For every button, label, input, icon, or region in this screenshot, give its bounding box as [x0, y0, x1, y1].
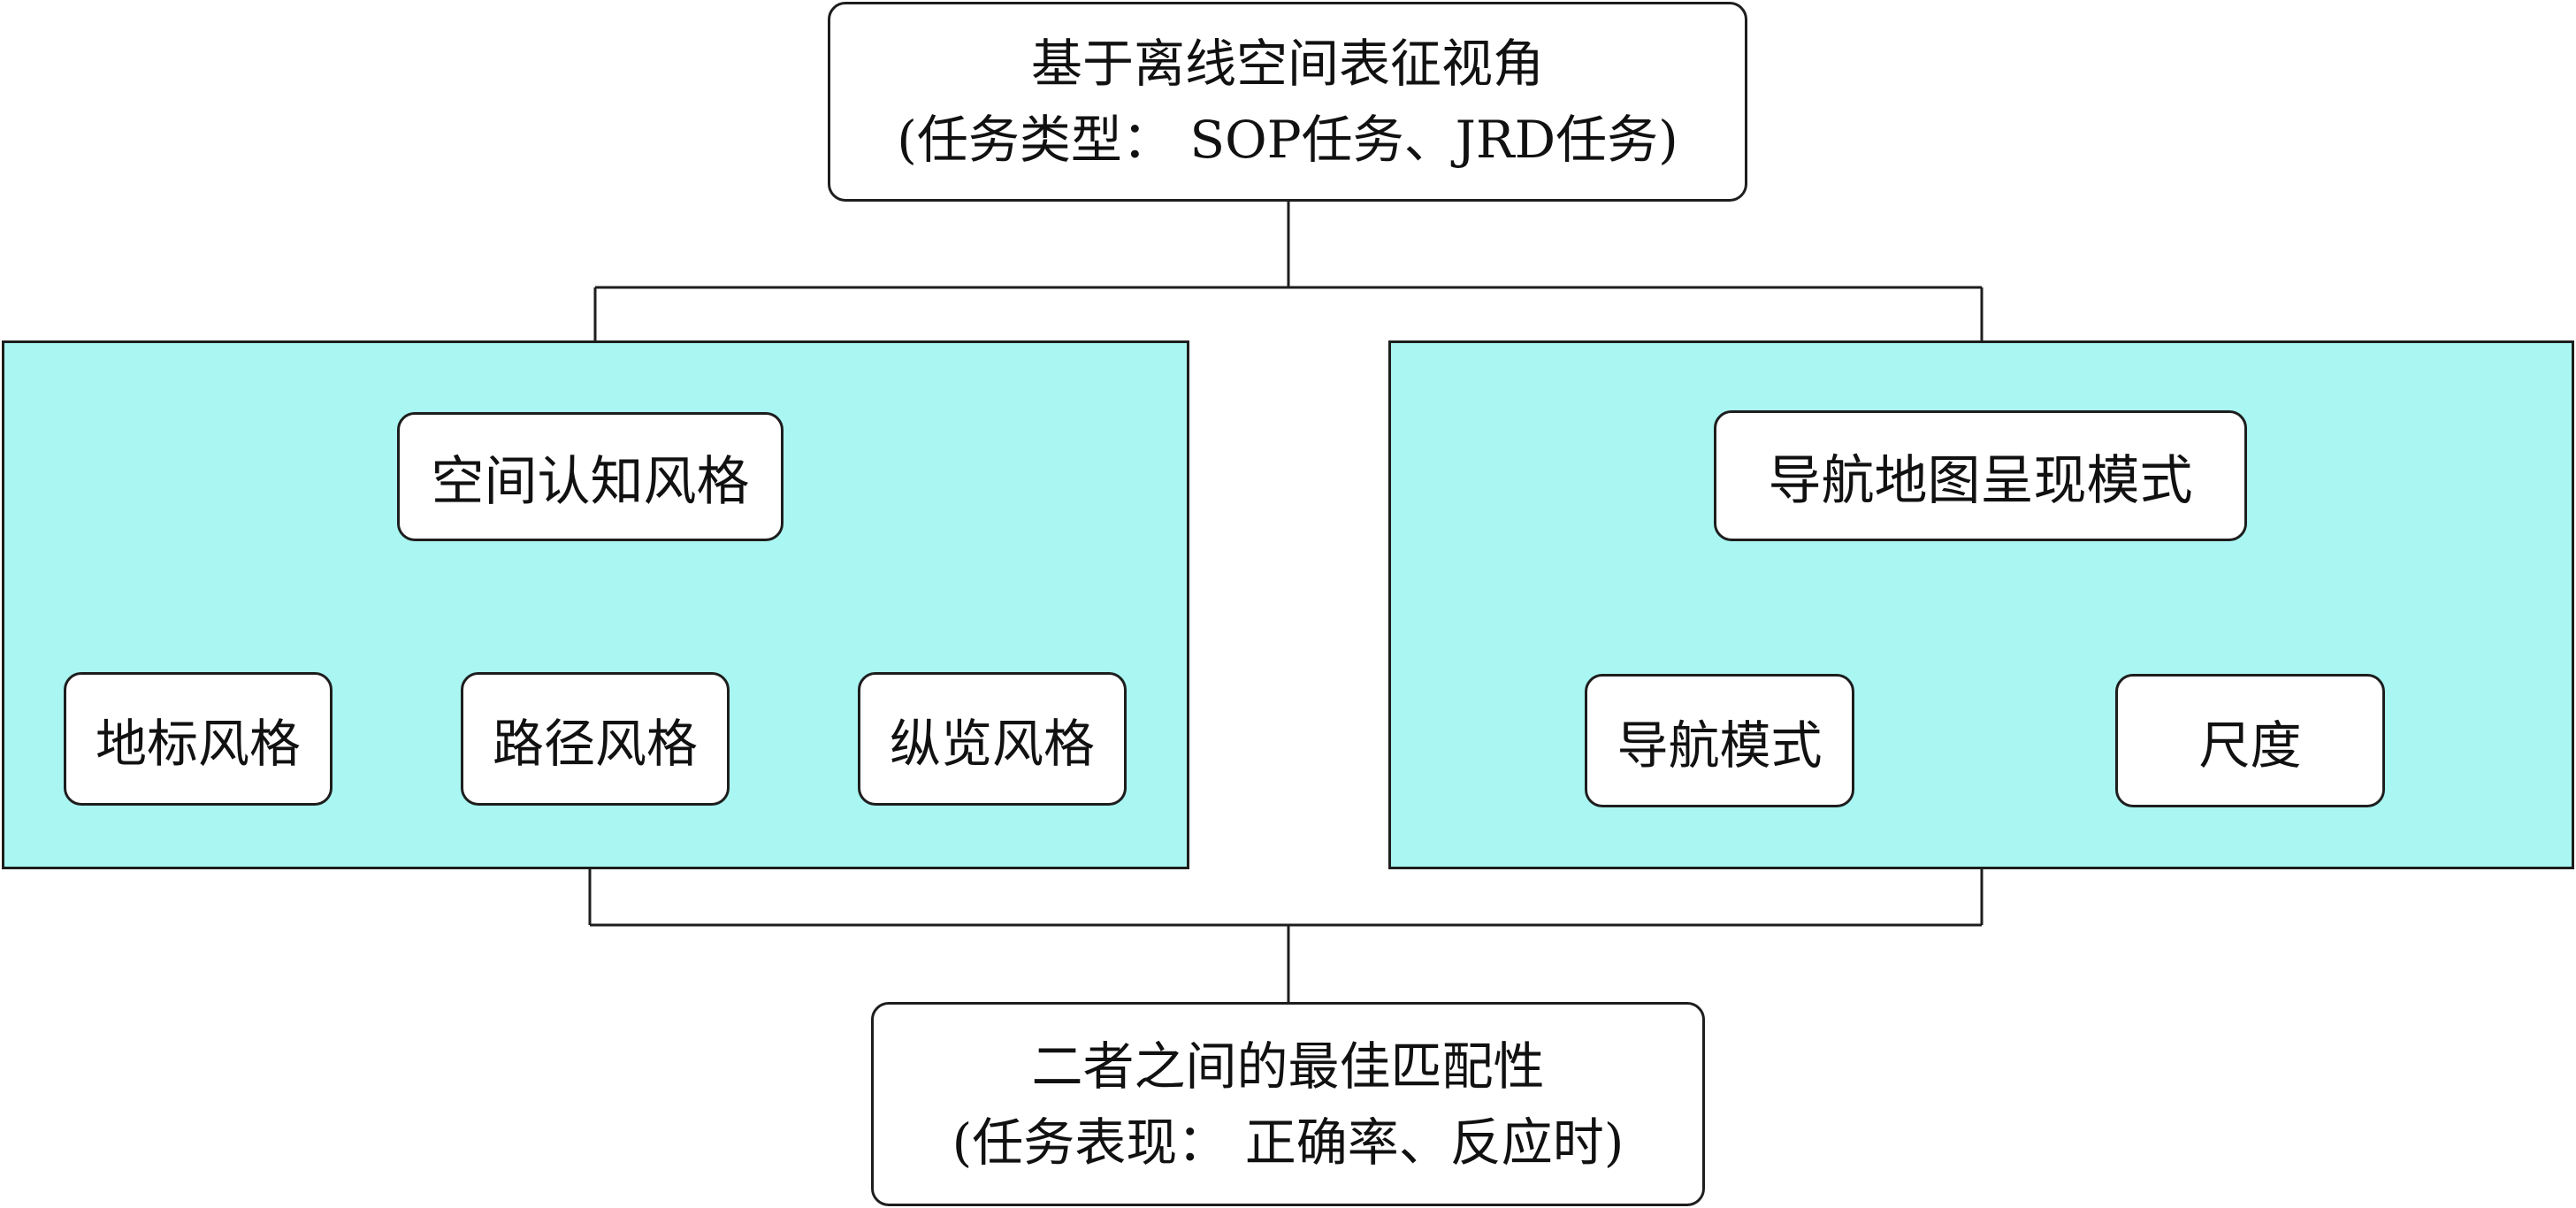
route-style-label: 路径风格 [492, 713, 698, 774]
bottom-box: 二者之间的最佳匹配性 (任务表现： 正确率、反应时) [871, 1002, 1705, 1206]
spatial-cognition-style-label: 空间认知风格 [431, 450, 750, 513]
top-box-line-1: 基于离线空间表征视角 [1030, 34, 1544, 94]
spatial-cognition-style-box: 空间认知风格 [397, 412, 784, 541]
map-presentation-mode-label: 导航地图呈现模式 [1768, 449, 2193, 512]
map-presentation-mode-box: 导航地图呈现模式 [1714, 410, 2247, 541]
landmark-style-label: 地标风格 [95, 713, 301, 774]
top-box-line-2: (任务类型： SOP任务、JRD任务) [897, 110, 1678, 170]
navigation-mode-box: 导航模式 [1585, 674, 1854, 807]
route-style-box: 路径风格 [461, 672, 730, 806]
scale-label: 尺度 [2198, 715, 2302, 776]
survey-style-label: 纵览风格 [889, 713, 1095, 774]
top-tree-connector [593, 200, 1984, 340]
top-box: 基于离线空间表征视角 (任务类型： SOP任务、JRD任务) [828, 2, 1747, 202]
survey-style-box: 纵览风格 [858, 672, 1127, 806]
scale-box: 尺度 [2115, 674, 2385, 807]
landmark-style-box: 地标风格 [64, 672, 333, 806]
navigation-mode-label: 导航模式 [1617, 715, 1823, 776]
bottom-tree-connector [588, 869, 1984, 1002]
bottom-box-line-2: (任务表现： 正确率、反应时) [952, 1112, 1624, 1173]
bottom-box-line-1: 二者之间的最佳匹配性 [1031, 1036, 1545, 1097]
